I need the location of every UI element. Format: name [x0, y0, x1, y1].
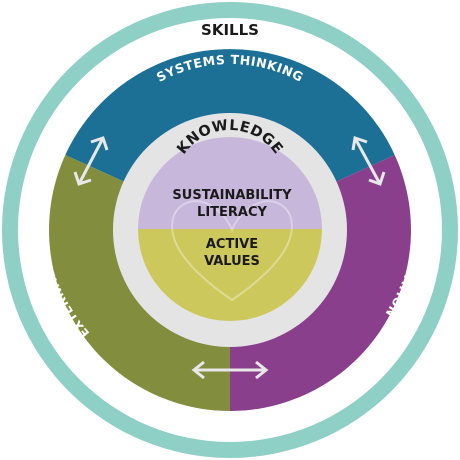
heart-watermark-icon	[170, 200, 294, 302]
values-label: VALUES	[204, 254, 260, 269]
double-arrow-icon	[73, 136, 109, 186]
active-label: ACTIVE	[206, 237, 258, 252]
double-arrow-icon	[351, 136, 386, 186]
skills-label: SKILLS	[201, 21, 259, 39]
literacy-label: LITERACY	[197, 205, 267, 220]
active-values-core	[138, 229, 322, 321]
double-arrow-icon	[191, 360, 269, 380]
sustainability-label: SUSTAINABILITY	[172, 188, 292, 203]
sustainability-literacy-core	[138, 137, 322, 229]
